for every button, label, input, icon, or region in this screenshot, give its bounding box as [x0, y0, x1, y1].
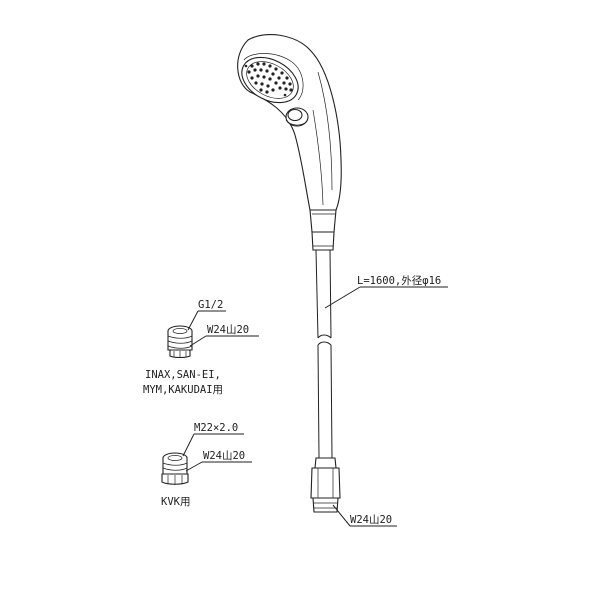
adapter2-top-label: M22×2.0	[194, 422, 238, 434]
hose-spec-callout: L=1600,外径φ16	[324, 274, 448, 309]
adapter1-side-callout: W24山20	[189, 324, 259, 347]
hose-spec-label: L=1600,外径φ16	[357, 274, 441, 287]
adapter2-side-callout: W24山20	[185, 450, 252, 472]
adapter1-side-label: W24山20	[207, 324, 249, 336]
adapter1-top-callout: G1/2	[187, 299, 226, 331]
adapter1-brand-line1: INAX,SAN-EI,	[145, 369, 221, 381]
shower-head	[237, 34, 342, 251]
adapter2-brand-label: KVK用	[161, 496, 190, 508]
adapter1-top-label: G1/2	[198, 299, 223, 311]
hose-end-callout: W24山20	[332, 504, 397, 527]
stop-button-knob	[285, 107, 309, 127]
adapter2-top-callout: M22×2.0	[182, 422, 244, 457]
adapter1-brand-line2: MYM,KAKUDAI用	[143, 384, 223, 396]
hose-end-thread-label: W24山20	[350, 514, 392, 526]
adapter-m22	[161, 452, 189, 485]
hose-end-nut	[310, 457, 341, 513]
adapter2-side-label: W24山20	[203, 450, 245, 462]
adapter-g-half-inch	[167, 325, 193, 359]
nozzle-holes	[244, 62, 293, 97]
hose	[315, 249, 333, 459]
